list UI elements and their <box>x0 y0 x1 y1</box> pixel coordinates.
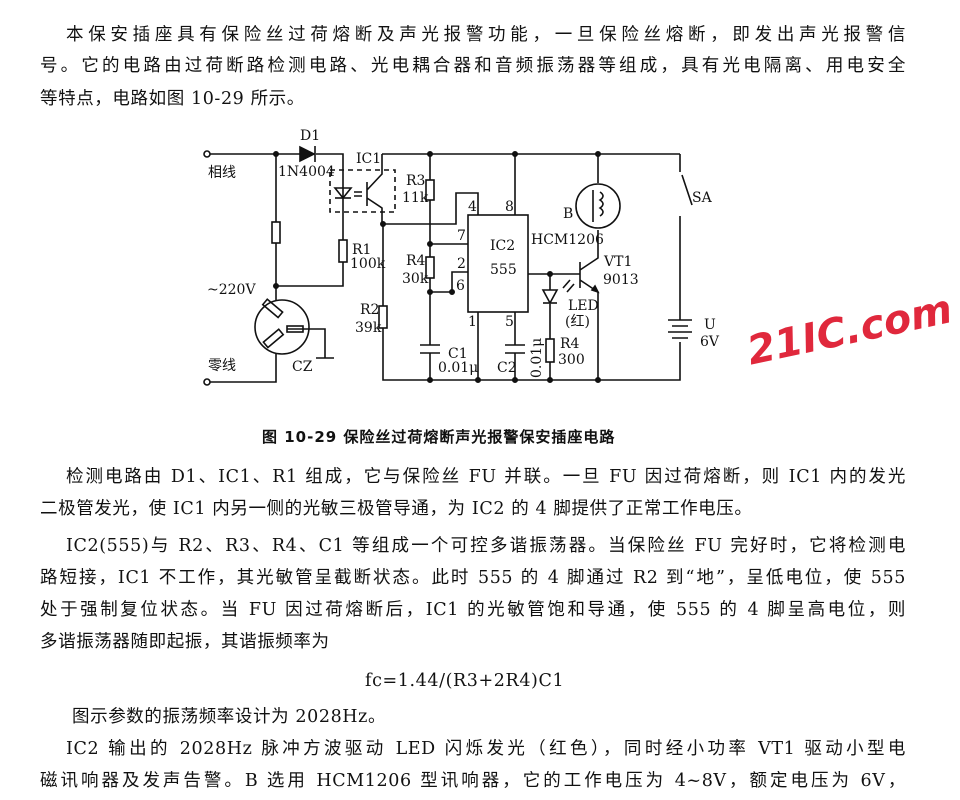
label-vt1: VT1 <box>603 254 632 270</box>
intro-line-1: 本保安插座具有保险丝过荷熔断及声光报警功能，一旦保险丝熔断，即发出声光报警信 <box>66 25 906 45</box>
label-pin6: 6 <box>456 278 465 294</box>
body-line-4: 路短接，IC1 不工作，其光敏管呈截断状态。此时 555 的 4 脚通过 R2 … <box>40 568 906 588</box>
label-pin4: 4 <box>468 199 477 215</box>
timing-wires <box>429 154 516 380</box>
label-pin5: 5 <box>505 314 514 330</box>
neutral-terminal <box>203 378 211 386</box>
label-r3: R3 <box>406 173 425 189</box>
phase-terminal <box>203 150 211 158</box>
label-socket: CZ <box>292 359 313 375</box>
formula: fc=1.44/(R3+2R4)C1 <box>365 671 565 691</box>
ic2-555-box <box>467 214 529 313</box>
label-voltage: ~220V <box>207 282 256 298</box>
body2-line-3: 磁讯响器及发声告警。B 选用 HCM1206 型讯响器，它的工作电压为 4~8V… <box>40 771 906 791</box>
label-r3-val: 11k <box>402 190 429 206</box>
label-buzzer-part: HCM1206 <box>531 232 604 248</box>
label-pin8: 8 <box>505 199 514 215</box>
label-pin2: 2 <box>457 256 466 272</box>
body-line-5: 处于强制复位状态。当 FU 因过荷熔断后，IC1 的光敏管饱和导通，使 555 … <box>40 600 906 620</box>
label-d1: D1 <box>300 128 320 144</box>
label-d1-part: 1N4004 <box>278 164 335 180</box>
buzzer-coil <box>592 190 604 222</box>
label-buzzer: B <box>563 206 573 222</box>
label-u: U <box>704 317 716 333</box>
label-phase: 相线 <box>208 165 236 181</box>
socket-icon <box>254 299 310 355</box>
body2-line-1: 图示参数的振荡频率设计为 2028Hz。 <box>72 707 387 727</box>
label-c2: C2 <box>497 360 517 376</box>
body2-line-2: IC2 输出的 2028Hz 脉冲方波驱动 LED 闪烁发光（红色），同时经小功… <box>66 739 906 759</box>
c1-capacitor-icon <box>420 344 440 354</box>
ic1-led-icon <box>333 187 353 200</box>
label-led-color: (红) <box>565 314 590 330</box>
r3-resistor-icon <box>425 179 435 201</box>
label-ic2: IC2 <box>490 238 515 254</box>
label-pin1: 1 <box>468 314 477 330</box>
label-c1: C1 <box>448 346 468 362</box>
ic2-lower-pins <box>477 312 525 380</box>
r4-resistor-icon <box>425 256 435 279</box>
label-ic1: IC1 <box>356 151 381 167</box>
socket-pin <box>261 298 284 319</box>
label-c1-val: 0.01μ <box>438 360 478 376</box>
r2-resistor-icon <box>378 305 388 329</box>
figure-caption: 图 10-29 保险丝过荷熔断声光报警保安插座电路 <box>262 428 616 446</box>
label-u-val: 6V <box>700 334 720 350</box>
intro-line-3: 等特点，电路如图 10-29 所示。 <box>40 89 305 109</box>
detect-wires <box>210 153 344 300</box>
fuse-icon <box>271 221 281 244</box>
battery-icon <box>668 319 692 339</box>
label-r2-val: 39k <box>355 320 382 336</box>
body-line-2: 二极管发光，使 IC1 内另一侧的光敏三极管导通，为 IC2 的 4 脚提供了正… <box>40 499 753 519</box>
label-sa: SA <box>692 190 713 206</box>
socket-ground-pin <box>286 325 304 333</box>
r1-resistor-icon <box>338 239 348 263</box>
label-r-led-val: 300 <box>558 352 585 368</box>
socket-wires <box>210 328 334 383</box>
label-r4: R4 <box>406 253 426 269</box>
label-ic2-part: 555 <box>490 262 517 278</box>
label-r2: R2 <box>360 302 379 318</box>
intro-line-2: 号。它的电路由过荷断路检测电路、光电耦合器和音频振荡器等组成，具有光电隔离、用电… <box>40 56 906 76</box>
label-r1-val: 100k <box>350 256 386 272</box>
led-icon <box>541 289 559 305</box>
phototransistor-icon <box>366 154 383 224</box>
body-line-6: 多谐振荡器随即起振，其谐振频率为 <box>40 632 330 652</box>
label-r1: R1 <box>352 242 371 258</box>
label-vt1-part: 9013 <box>603 272 639 288</box>
label-r4-val: 30k <box>402 271 429 287</box>
body-line-1: 检测电路由 D1、IC1、R1 组成，它与保险丝 FU 并联。一旦 FU 因过荷… <box>66 467 906 487</box>
socket-pin <box>262 328 285 349</box>
label-pin7: 7 <box>457 228 466 244</box>
label-neutral: 零线 <box>208 358 236 374</box>
led-light-icon <box>562 279 575 293</box>
label-led: LED <box>568 298 599 314</box>
label-c2-val: 0.01μ <box>529 338 545 378</box>
rails <box>382 153 693 381</box>
ic1-optocoupler-box <box>329 169 396 213</box>
d1-diode-icon <box>299 145 316 163</box>
light-arrow-icon <box>354 191 362 197</box>
buzzer-icon <box>575 183 621 229</box>
label-r-led: R4 <box>560 336 580 352</box>
r-led-resistor-icon <box>545 338 555 363</box>
body-line-3: IC2(555)与 R2、R3、R4、C1 等组成一个可控多谐振荡器。当保险丝 … <box>66 536 906 556</box>
